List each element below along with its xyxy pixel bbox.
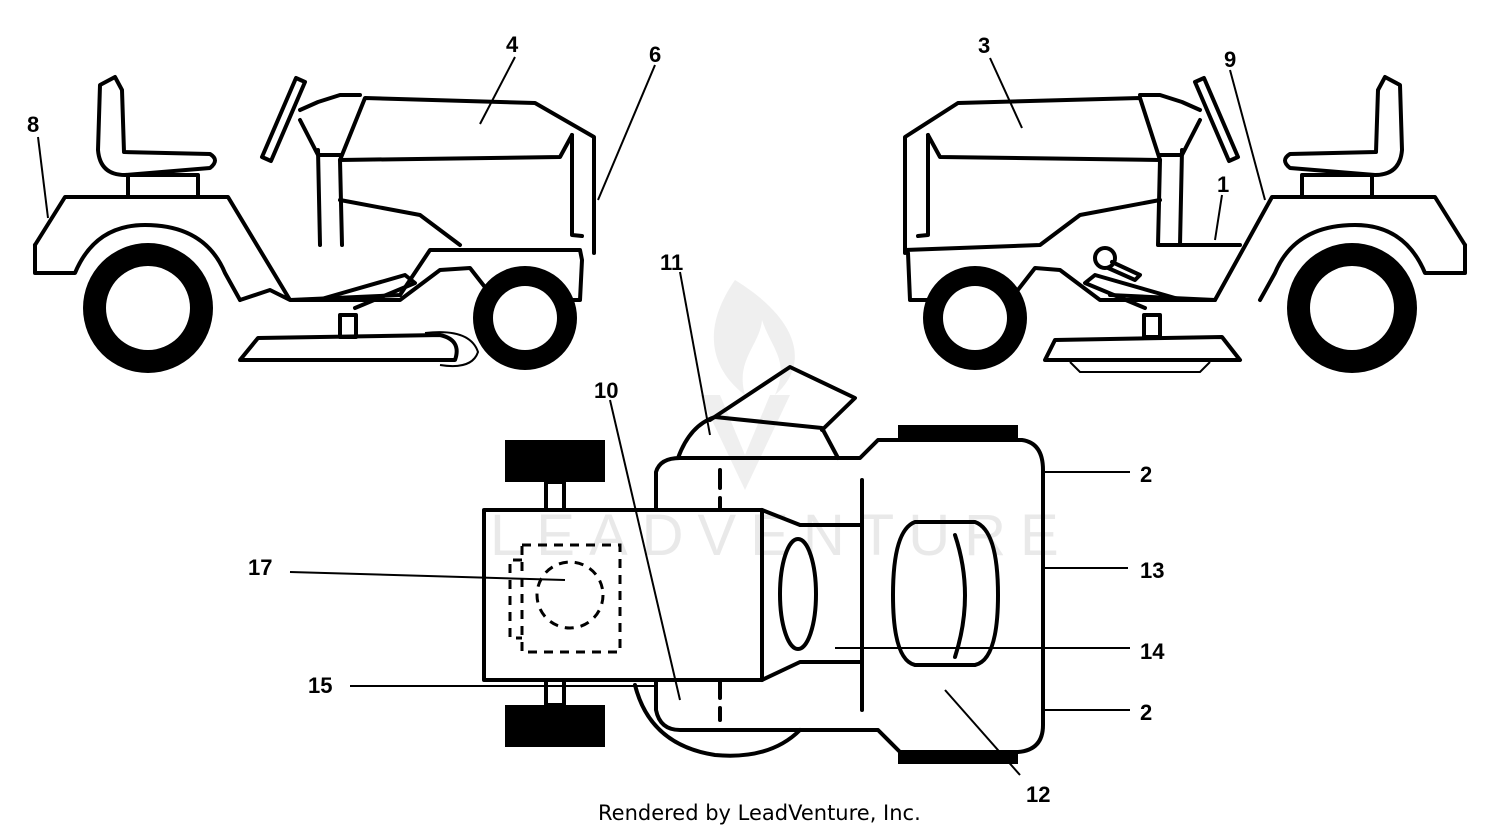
callout-17: 17 <box>248 555 272 580</box>
callout-labels: 4 6 8 3 9 1 11 10 17 15 2 13 14 2 12 <box>27 32 1236 807</box>
callout-3: 3 <box>978 33 990 58</box>
callout-15: 15 <box>308 673 332 698</box>
callout-2-top: 2 <box>1140 462 1152 487</box>
callout-4: 4 <box>506 32 519 57</box>
watermark-lv-icon <box>700 395 790 490</box>
callout-14: 14 <box>1140 639 1165 664</box>
left-side-view <box>33 75 596 373</box>
watermark-flame-icon <box>713 280 795 395</box>
callout-11: 11 <box>660 250 683 275</box>
callout-13: 13 <box>1140 558 1164 583</box>
right-side-view <box>903 75 1467 373</box>
callout-6: 6 <box>649 42 661 67</box>
leader-lines <box>37 56 1266 776</box>
top-view <box>482 365 1045 764</box>
callout-10: 10 <box>594 378 618 403</box>
watermark-text: LEADVENTURE <box>490 503 1073 568</box>
callout-1: 1 <box>1217 172 1229 197</box>
callout-9: 9 <box>1224 47 1236 72</box>
callout-12: 12 <box>1026 782 1050 807</box>
footer-credit: Rendered by LeadVenture, Inc. <box>598 801 921 825</box>
callout-8: 8 <box>27 112 39 137</box>
callout-2-bottom: 2 <box>1140 700 1152 725</box>
